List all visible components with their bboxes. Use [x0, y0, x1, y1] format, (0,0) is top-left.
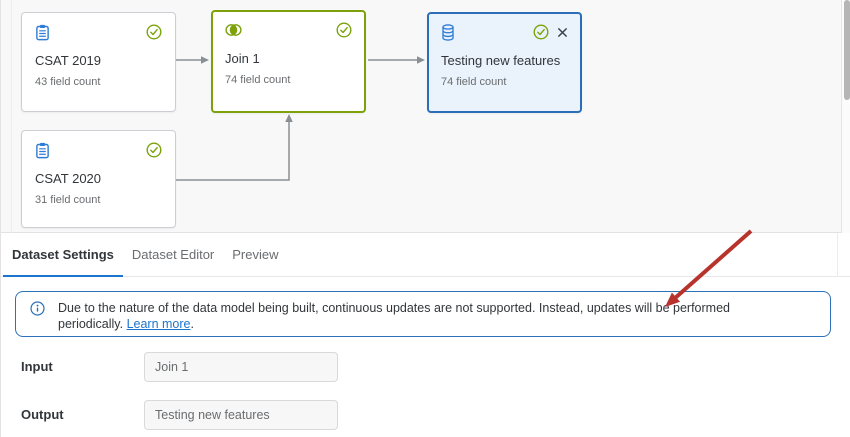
node-output-dataset[interactable]: Testing new features 74 field count — [427, 12, 582, 113]
status-success-icon — [336, 22, 352, 38]
status-success-icon — [146, 24, 162, 40]
node-title: Join 1 — [225, 51, 260, 66]
output-dataset-field[interactable] — [144, 400, 338, 430]
tab-preview[interactable]: Preview — [232, 246, 279, 262]
node-connectors — [176, 56, 425, 181]
vertical-scrollbar-thumb[interactable] — [844, 0, 850, 100]
status-success-icon — [533, 24, 549, 40]
node-field-count: 74 field count — [441, 76, 507, 88]
close-node-icon[interactable] — [557, 27, 568, 38]
database-icon — [441, 23, 455, 41]
flow-canvas[interactable]: CSAT 2019 43 field count — [1, 0, 850, 233]
input-label: Input — [21, 359, 53, 374]
survey-clipboard-icon — [35, 142, 50, 159]
info-banner: Due to the nature of the data model bein… — [15, 291, 831, 337]
node-csat-2020[interactable]: CSAT 2020 31 field count — [21, 130, 176, 228]
node-field-count: 31 field count — [35, 194, 101, 206]
node-join-1[interactable]: Join 1 74 field count — [211, 10, 366, 113]
output-label: Output — [21, 407, 64, 422]
tab-dataset-editor[interactable]: Dataset Editor — [131, 246, 215, 262]
join-venn-icon — [225, 23, 242, 37]
survey-clipboard-icon — [35, 24, 50, 41]
node-title: CSAT 2019 — [35, 53, 102, 68]
canvas-left-divider — [11, 0, 12, 233]
banner-text: Due to the nature of the data model bein… — [58, 299, 783, 332]
node-csat-2019[interactable]: CSAT 2019 43 field count — [21, 12, 176, 112]
dataset-settings-panel: Due to the nature of the data model bein… — [1, 277, 850, 437]
node-title: Testing new features — [441, 53, 561, 68]
banner-message: Due to the nature of the data model bein… — [58, 301, 730, 331]
output-field-row: Output — [1, 400, 850, 430]
node-field-count: 43 field count — [35, 76, 101, 88]
node-field-count: 74 field count — [225, 74, 291, 86]
dataset-tabbar: Dataset Settings Dataset Editor Preview — [1, 233, 850, 277]
input-source-field[interactable] — [144, 352, 338, 382]
learn-more-link[interactable]: Learn more — [126, 317, 191, 331]
vertical-scrollbar-track[interactable] — [841, 0, 850, 233]
tabbar-right-divider — [837, 233, 838, 277]
status-success-icon — [146, 142, 162, 158]
node-title: CSAT 2020 — [35, 171, 102, 186]
banner-suffix: . — [190, 317, 194, 331]
tab-dataset-settings[interactable]: Dataset Settings — [3, 233, 123, 277]
input-field-row: Input — [1, 352, 850, 382]
info-icon — [30, 301, 45, 316]
